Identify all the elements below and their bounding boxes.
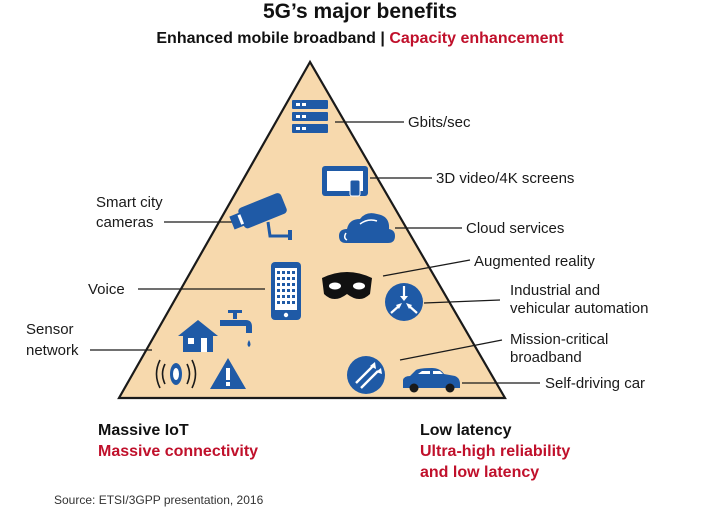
label-video: 3D video/4K screens — [436, 170, 574, 187]
corner-left-title: Massive IoT — [98, 422, 189, 439]
label-gbits: Gbits/sec — [408, 114, 471, 131]
label-cloud: Cloud services — [466, 220, 564, 237]
label-mission-1: Mission-critical — [510, 331, 608, 348]
page-title: 5G’s major benefits — [262, 0, 458, 23]
label-smartcity-2: cameras — [96, 214, 154, 231]
camera-icon — [229, 193, 292, 240]
source-note: Source: ETSI/3GPP presentation, 2016 — [54, 493, 264, 507]
corner-right-subtitle-1: Ultra-high reliability — [420, 443, 571, 460]
car-icon — [403, 368, 460, 393]
corner-right-title: Low latency — [420, 422, 512, 439]
smartphone-icon — [271, 262, 301, 320]
mission-critical-icon — [347, 356, 385, 394]
label-voice: Voice — [88, 281, 125, 298]
corner-massive-iot: Massive IoT Massive connectivity — [98, 420, 258, 462]
label-sensor-2: network — [26, 342, 79, 359]
label-industrial-2: vehicular automation — [510, 300, 648, 317]
faucet-icon — [220, 310, 252, 347]
subtitle-separator: | — [375, 30, 390, 47]
house-icon — [178, 320, 218, 352]
corner-left-subtitle: Massive connectivity — [98, 443, 259, 460]
label-ar: Augmented reality — [474, 253, 595, 270]
label-industrial-1: Industrial and — [510, 282, 600, 299]
label-smartcity-1: Smart city — [96, 194, 163, 211]
leader-lines — [90, 121, 540, 384]
automation-icon — [385, 283, 423, 321]
corner-right-subtitle-2: and low latency — [420, 464, 540, 481]
warning-icon — [210, 358, 246, 389]
monitor-icon — [322, 166, 368, 197]
label-selfdriving: Self-driving car — [545, 375, 645, 392]
page-subtitle: Enhanced mobile broadband | Capacity enh… — [0, 30, 720, 48]
cloud-icon — [339, 213, 395, 243]
server-icon — [292, 100, 328, 133]
ar-mask-icon — [322, 272, 372, 299]
label-mission-2: broadband — [510, 349, 582, 366]
sensor-icon — [155, 359, 197, 389]
corner-low-latency: Low latency Ultra-high reliability and l… — [420, 420, 570, 483]
subtitle-left: Enhanced mobile broadband — [156, 30, 376, 47]
label-sensor-1: Sensor — [26, 321, 74, 338]
subtitle-right: Capacity enhancement — [389, 30, 564, 47]
